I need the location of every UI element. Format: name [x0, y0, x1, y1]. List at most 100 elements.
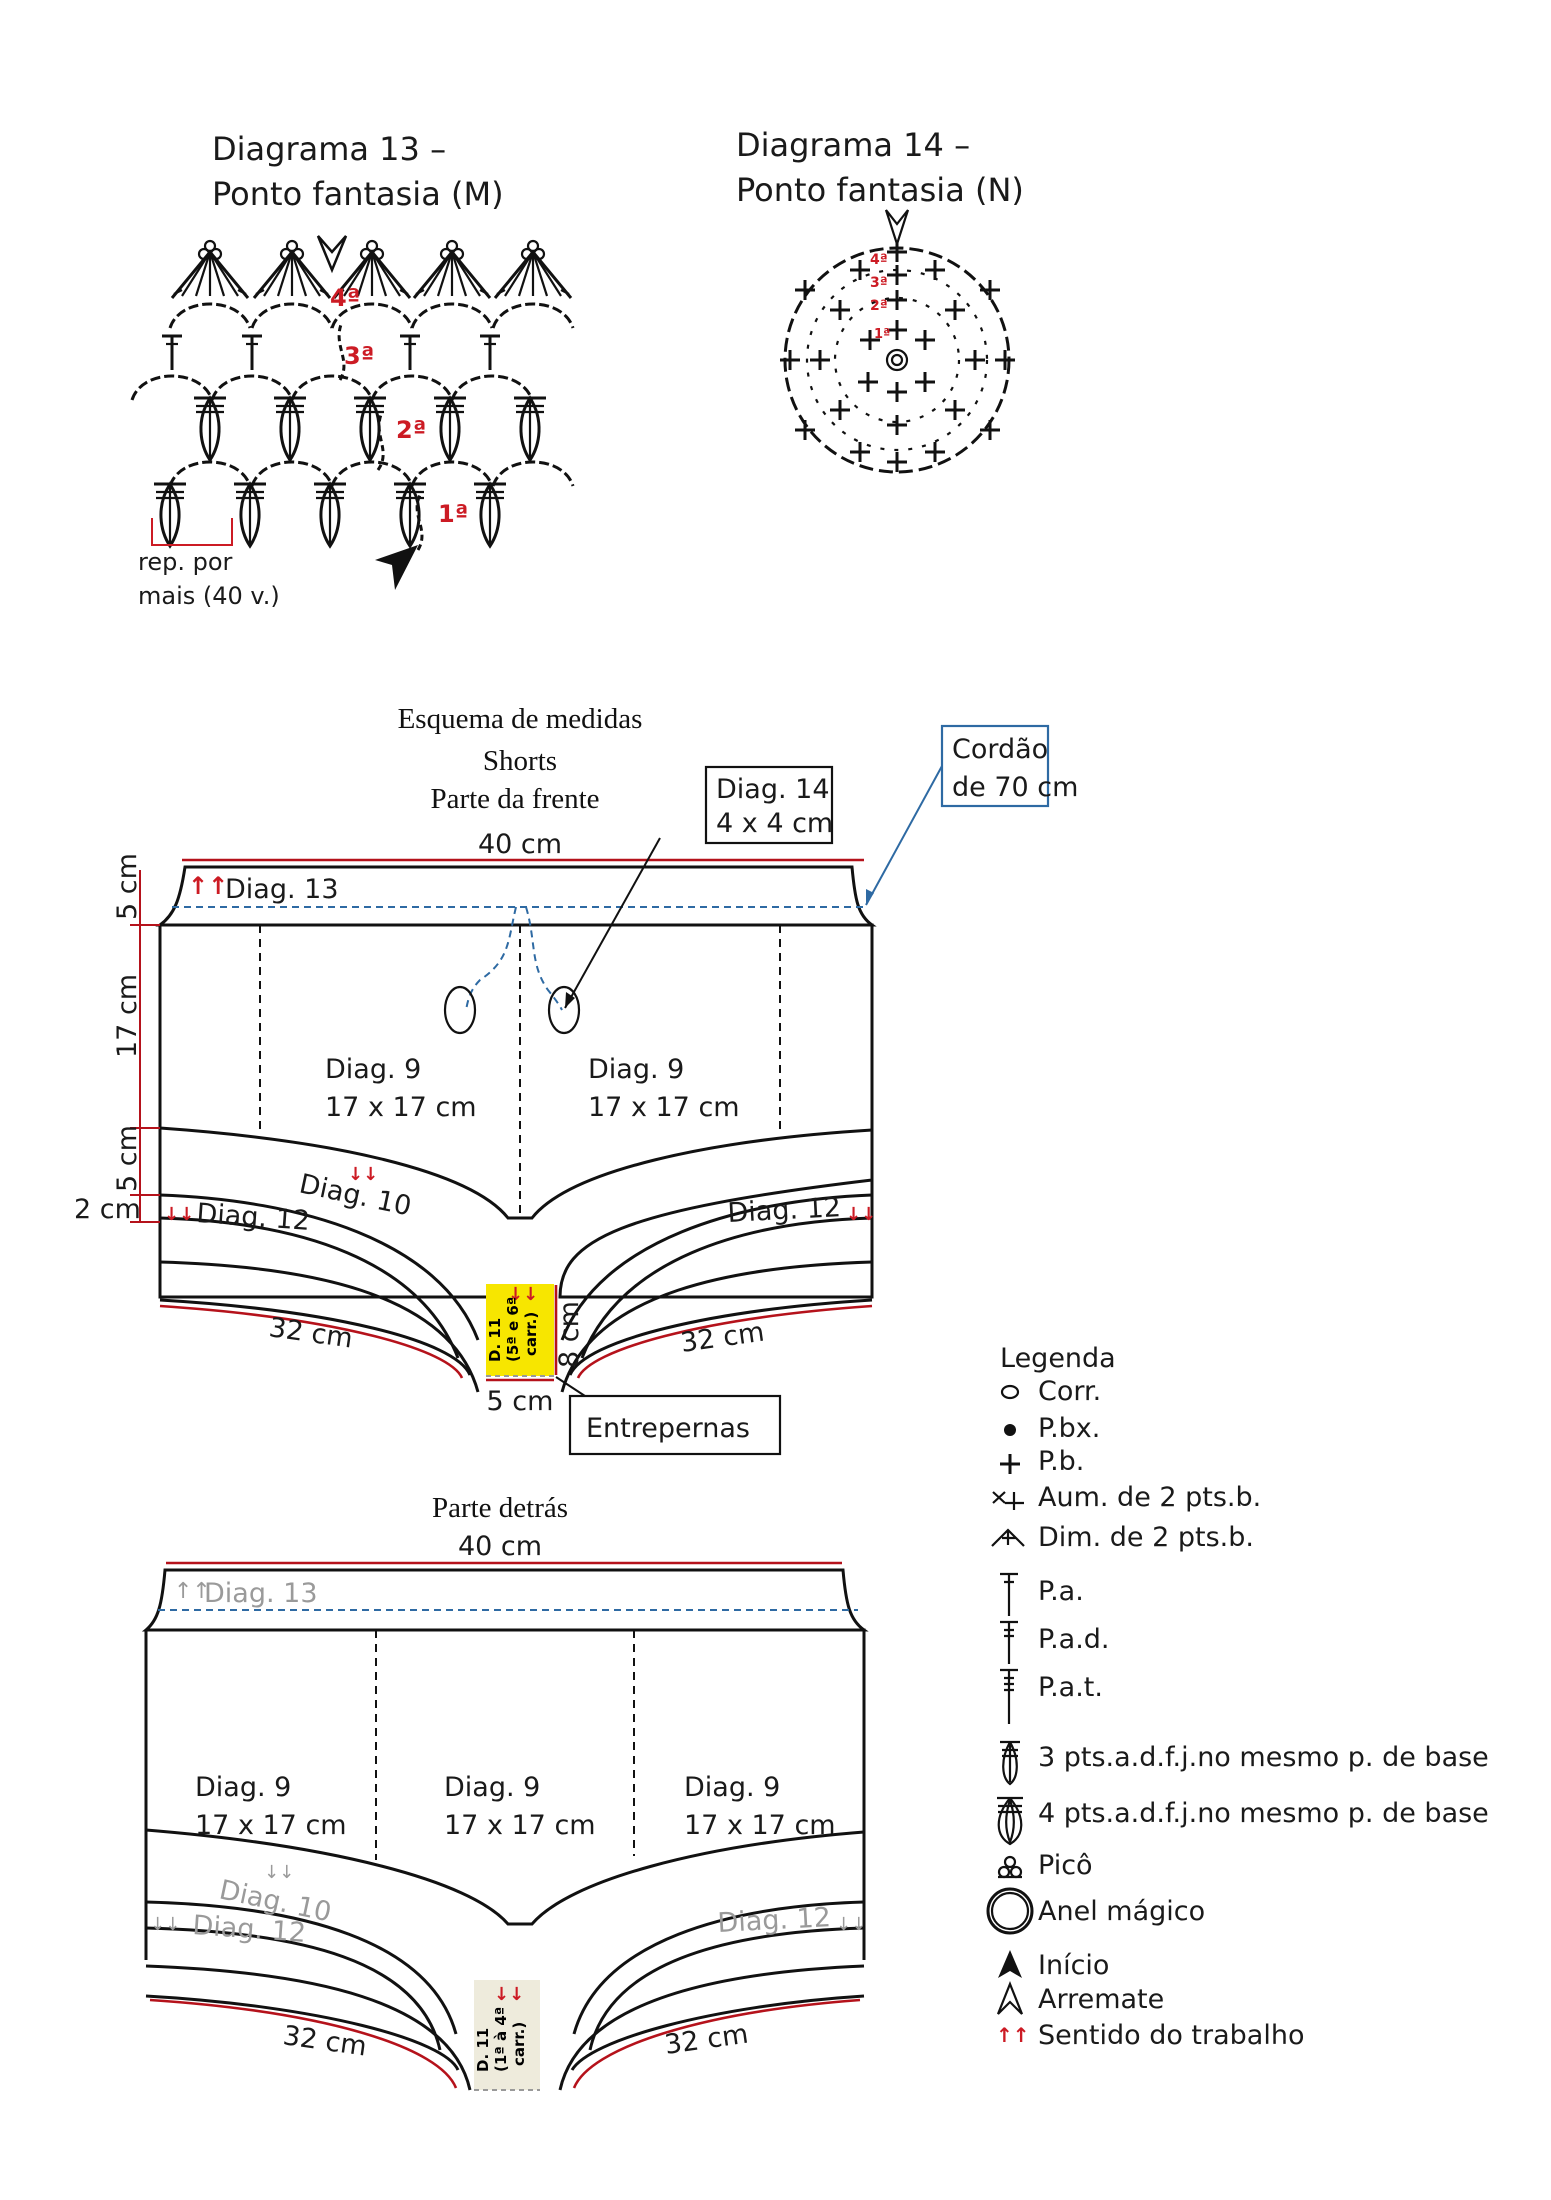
- front-panel-right-name: Diag. 9: [588, 1054, 684, 1085]
- work-direction-icon: ↑↑: [996, 2023, 1030, 2047]
- finish-arrow-icon: [316, 235, 348, 274]
- fan-stitch: [493, 239, 573, 300]
- row-label-4: 4ª: [330, 284, 360, 312]
- front-leg-left-measure: [159, 1304, 464, 1379]
- work-direction-icon: ↑↑: [188, 872, 228, 900]
- front-diag12-right-label: Diag. 12: [727, 1192, 842, 1229]
- back-leg-right-measure: [572, 1998, 861, 2089]
- legend: Legenda ↑↑ Corr. P.bx. P.b. Aum. de 2 pt…: [986, 1343, 1489, 2051]
- diagram14-title-line1: Diagrama 14 –: [736, 126, 970, 164]
- chain-oval-icon: [1000, 1384, 1020, 1400]
- legend-label: 4 pts.a.d.f.j.no mesmo p. de base: [1038, 1798, 1489, 1829]
- legend-label: Aum. de 2 pts.b.: [1038, 1482, 1261, 1513]
- increase-2sc-icon: [992, 1491, 1024, 1510]
- magic-ring-icon: [885, 348, 909, 372]
- picot-icon: [997, 1855, 1023, 1879]
- row-label-2: 2ª: [870, 298, 888, 314]
- back-diag12-right-label: Diag. 12: [717, 1902, 832, 1939]
- front-crotch-label: D. 11 (5ª e 6ª carr.): [486, 1297, 540, 1362]
- triple-treble-icon: [1000, 1668, 1018, 1724]
- crotch-label-line3: carr.): [510, 2022, 528, 2066]
- row-label-4: 4ª: [870, 252, 888, 268]
- front-heading: Parte da frente: [430, 783, 599, 815]
- motif-circle-right: [547, 985, 581, 1035]
- legend-label: P.a.d.: [1038, 1624, 1110, 1655]
- legend-label: P.b.: [1038, 1446, 1084, 1477]
- back-panel-1-size: 17 x 17 cm: [195, 1810, 347, 1841]
- callout-cord-line1: Cordão: [952, 734, 1048, 765]
- finish-arrow-icon: [884, 209, 910, 248]
- crotch-label-line1: D. 11: [474, 2028, 492, 2072]
- front-crotch-gusset: [486, 1284, 554, 1376]
- row-label-3: 3ª: [870, 275, 888, 291]
- back-panel-2-size: 17 x 17 cm: [444, 1810, 596, 1841]
- callout-crotch: [568, 1394, 782, 1456]
- work-direction-icon: ↓↓: [494, 1984, 524, 2005]
- back-diag12-left-label: Diag. 12: [192, 1910, 307, 1949]
- front-diag12-left-label: Diag. 12: [196, 1198, 311, 1237]
- legend-label: Início: [1038, 1950, 1109, 1981]
- magic-ring-icon: [986, 1887, 1034, 1935]
- side-measure-diag12: 2 cm: [74, 1194, 141, 1225]
- work-direction-icon: ↓↓: [348, 1164, 378, 1185]
- row-label-1: 1ª: [874, 327, 890, 342]
- work-direction-icon: ↓↓: [164, 1204, 194, 1225]
- callout-leader: [564, 837, 661, 1009]
- diagram14-chart: [778, 209, 1017, 474]
- work-direction-icon: ↓↓: [150, 1914, 180, 1935]
- diagram14-title-line2: Ponto fantasia (N): [736, 171, 1024, 209]
- cluster-3-icon: [1000, 1740, 1020, 1786]
- diagram13-title-line2: Ponto fantasia (M): [212, 175, 504, 213]
- legend-label: 3 pts.a.d.f.j.no mesmo p. de base: [1038, 1742, 1489, 1773]
- front-leg-right-measure: [576, 1304, 873, 1379]
- callout-cord-line2: de 70 cm: [952, 772, 1078, 803]
- legend-label: Corr.: [1038, 1376, 1101, 1407]
- back-crotch-label: D. 11 (1ª à 4ª carr.): [474, 2007, 528, 2072]
- side-measure-body: 17 cm: [112, 974, 143, 1058]
- callout-cord: [940, 724, 1050, 808]
- diagram-13: Diagrama 13 – Ponto fantasia (M): [130, 130, 575, 610]
- back-crotch-gusset: [474, 1980, 540, 2090]
- slip-stitch-dot-icon: [1004, 1424, 1016, 1436]
- callout-diag14-line1: Diag. 14: [716, 774, 830, 805]
- front-waistband-label: Diag. 13: [225, 874, 339, 905]
- back-panel-3-size: 17 x 17 cm: [684, 1810, 836, 1841]
- crotch-label-line2: (1ª à 4ª: [492, 2007, 510, 2072]
- diagram13-title-line1: Diagrama 13 –: [212, 130, 446, 168]
- front-panel-left-size: 17 x 17 cm: [325, 1092, 477, 1123]
- back-leg-left-label: 32 cm: [281, 2020, 369, 2062]
- finish-arrow-icon: [996, 1981, 1024, 2015]
- motif-circle-left: [443, 985, 477, 1035]
- front-diag10-curve: [159, 1126, 873, 1220]
- cord-leader: [865, 765, 943, 906]
- crotch-label-line2: (5ª e 6ª: [504, 1297, 522, 1362]
- crotch-label-line3: carr.): [522, 1312, 540, 1356]
- side-measure-diag10: 5 cm: [112, 1125, 143, 1192]
- back-waistband-label: Diag. 13: [204, 1578, 318, 1609]
- crotch-label-line1: D. 11: [486, 1318, 504, 1362]
- back-schema: Parte detrás 40 cm ↑↑ Diag. 13 ↓↓ D. 11 …: [141, 1492, 869, 2091]
- legend-title: Legenda: [1000, 1343, 1116, 1374]
- legend-label: P.a.t.: [1038, 1672, 1103, 1703]
- row-label-2: 2ª: [396, 416, 426, 444]
- fan-stitch: [170, 239, 250, 300]
- legend-label: Sentido do trabalho: [1038, 2020, 1304, 2051]
- side-measures: [130, 870, 160, 1223]
- diagram-14: Diagrama 14 – Ponto fantasia (N) 4ª 3ª 2…: [736, 126, 1024, 474]
- back-heading: Parte detrás: [432, 1492, 568, 1524]
- legend-label: Picô: [1038, 1850, 1093, 1881]
- front-leg-left-label: 32 cm: [267, 1312, 355, 1354]
- legend-label: Dim. de 2 pts.b.: [1038, 1522, 1254, 1553]
- work-direction-icon: ↓↓: [264, 1862, 294, 1883]
- start-arrow-icon: [998, 1950, 1022, 1978]
- work-direction-icon: ↓↓: [836, 1914, 866, 1935]
- legend-label: Arremate: [1038, 1984, 1164, 2015]
- callout-crotch-label: Entrepernas: [586, 1413, 750, 1444]
- side-measure-waistband: 5 cm: [112, 853, 143, 920]
- decrease-2sc-icon: [991, 1528, 1025, 1547]
- schema-heading: Esquema de medidas: [398, 703, 643, 735]
- fan-stitch: [252, 239, 332, 300]
- callout-diag14: [704, 765, 834, 845]
- legend-label: P.a.: [1038, 1576, 1084, 1607]
